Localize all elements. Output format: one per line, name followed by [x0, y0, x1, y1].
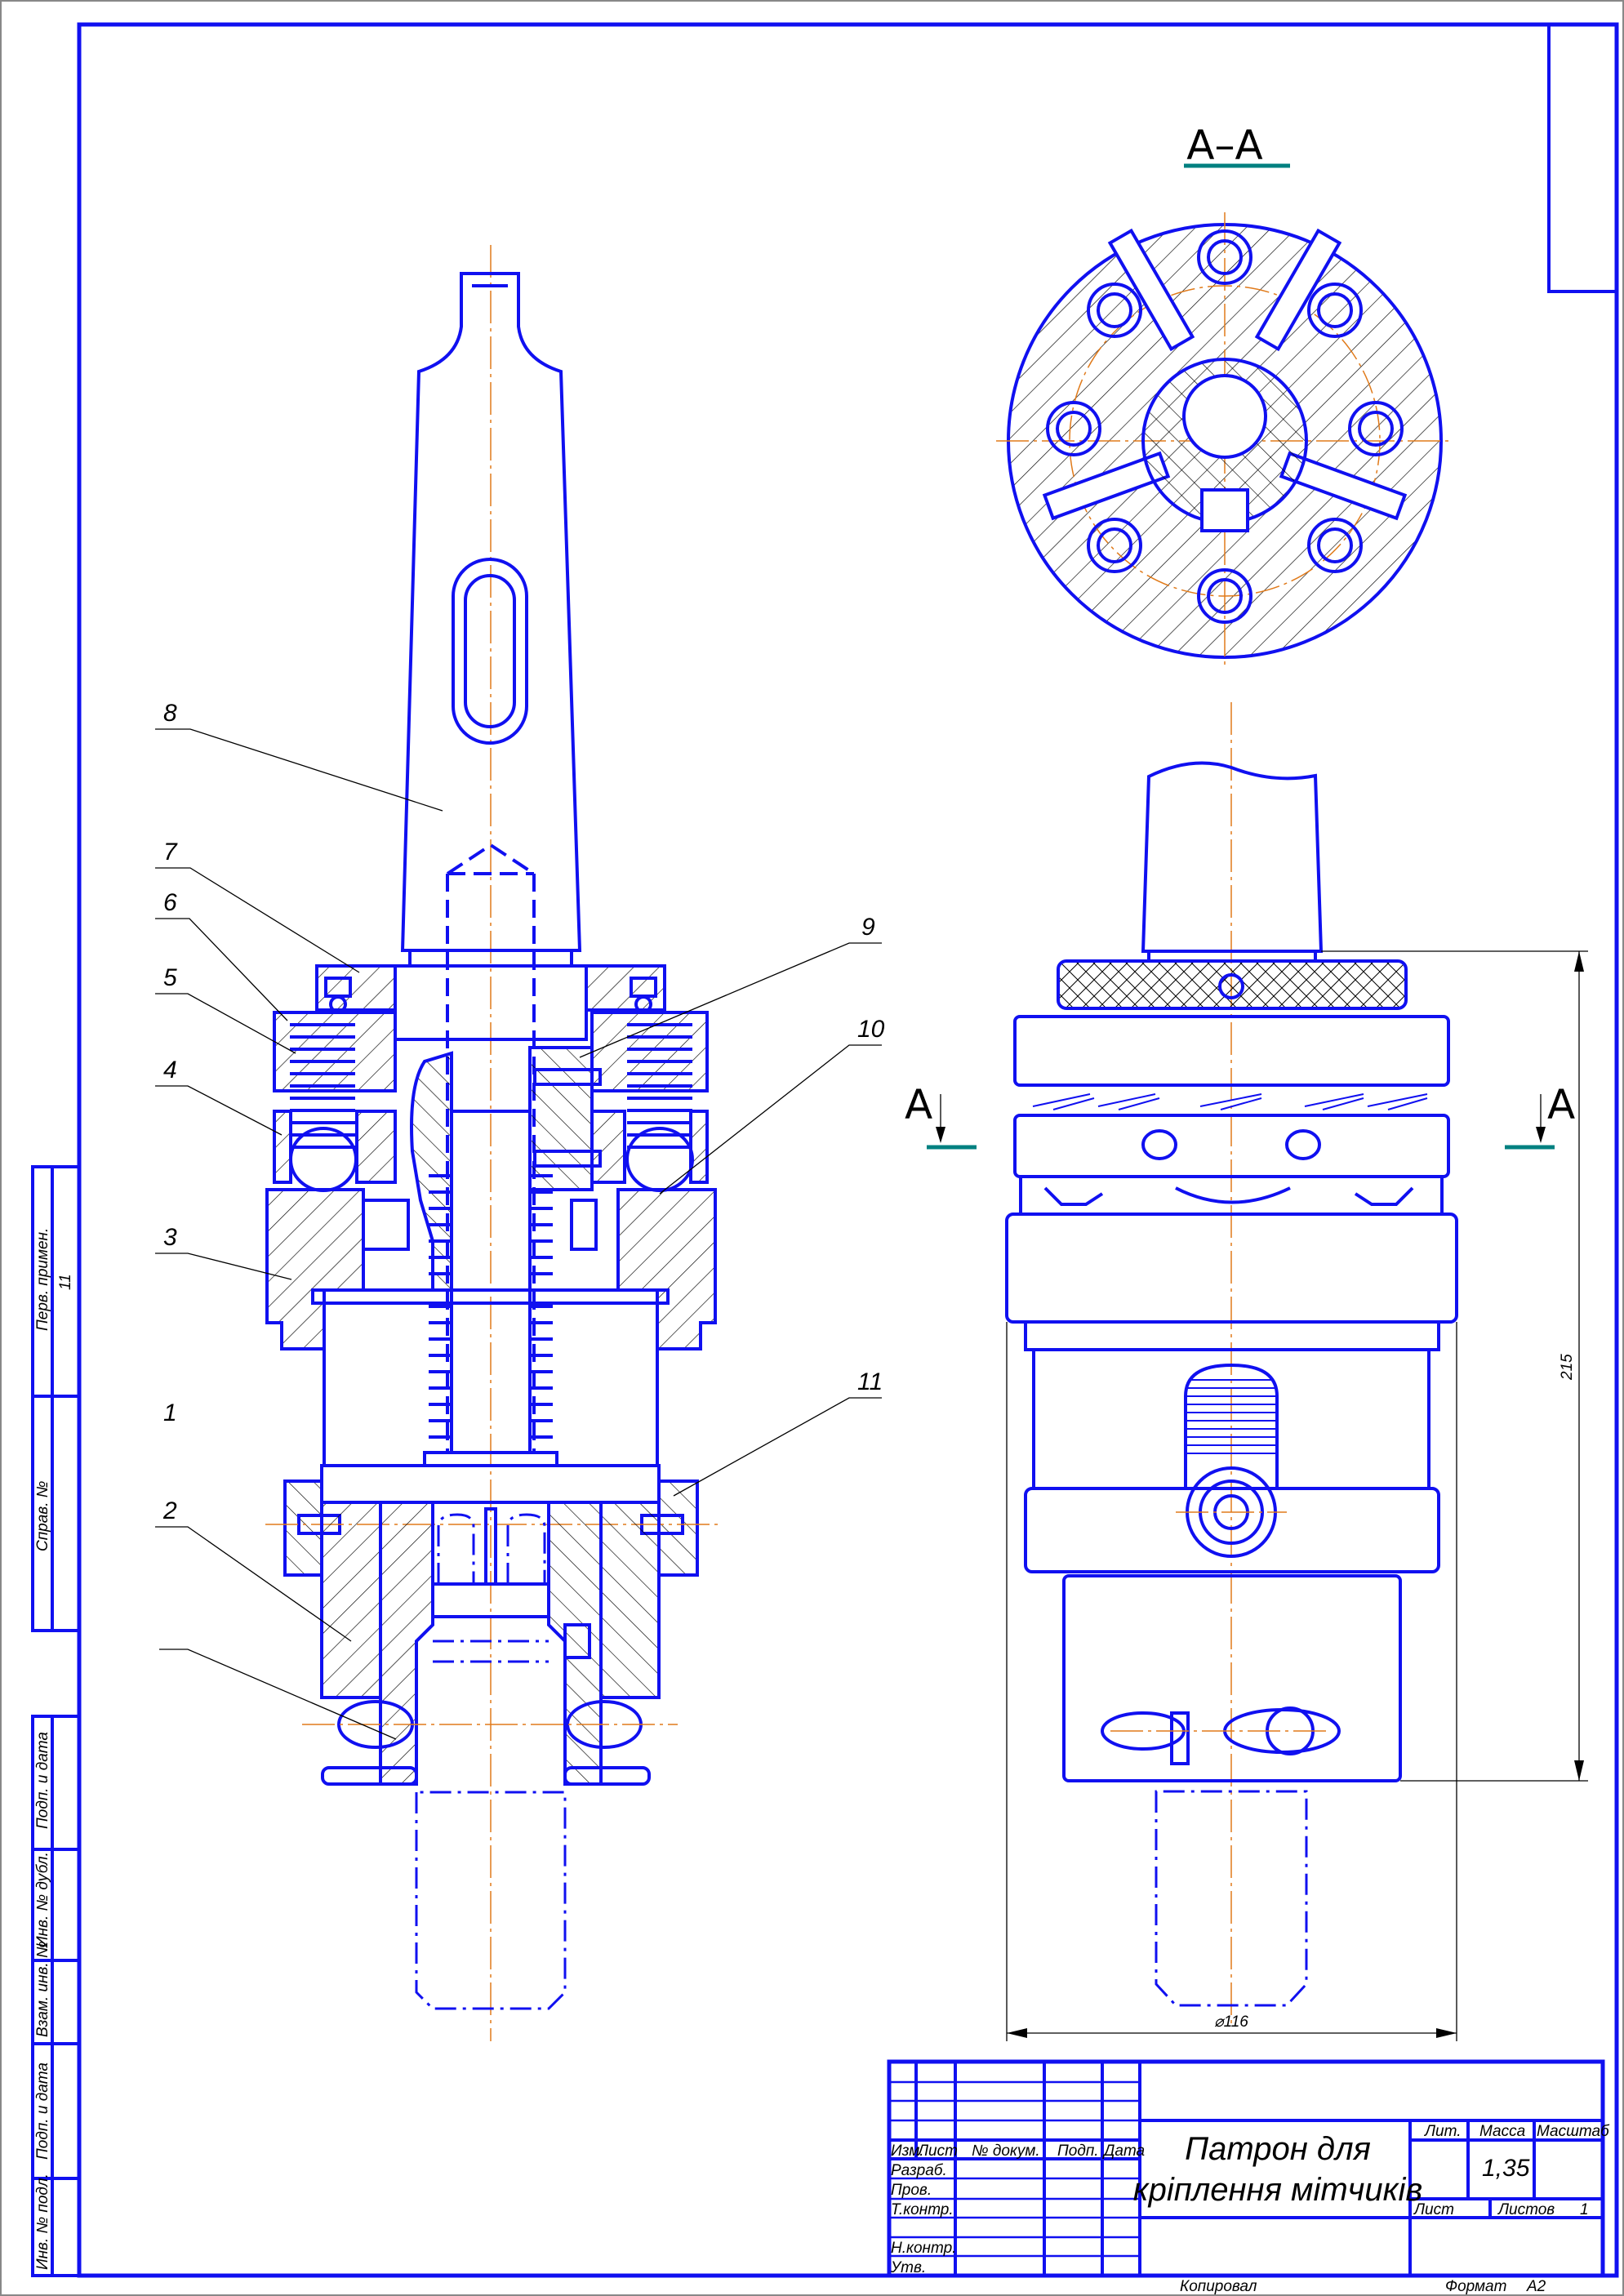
title-block: Изм. Лист № докум. Подп. Дата Разраб. Пр…	[887, 2059, 1610, 2295]
drawing-title-line1: Патрон для	[1185, 2131, 1371, 2167]
section-title: А–А	[1186, 122, 1262, 169]
dimension-215: 215	[1559, 1354, 1576, 1381]
role-nkontr: Н.контр.	[891, 2240, 956, 2257]
cut-markers: А А	[905, 1081, 1575, 1150]
role-prov: Пров.	[891, 2182, 932, 2199]
part-label-1: 1	[163, 1399, 177, 1426]
part-label-4: 4	[163, 1057, 177, 1083]
massa-value: 1,35	[1482, 2155, 1530, 2182]
header-data: Дата	[1102, 2142, 1145, 2160]
list-label: Лист	[1413, 2201, 1454, 2218]
stamp-podp-data-2: Подп. и дата	[34, 2062, 51, 2160]
massa-label: Масса	[1479, 2123, 1525, 2140]
stamp-sprav-no: Справ. №	[34, 1481, 51, 1551]
drawing-title-line2: кріплення мітчиків	[1133, 2172, 1423, 2208]
cut-marker-right: А	[1547, 1081, 1575, 1128]
stamp-perv-primen: Перв. примен.	[34, 1228, 51, 1331]
central-spring	[429, 1174, 553, 1439]
part-label-7: 7	[163, 839, 178, 865]
part-label-10: 10	[857, 1016, 885, 1043]
stamp-perv-primen-value: 11	[57, 1274, 74, 1290]
listov-label: Листов	[1497, 2201, 1555, 2218]
stamp-vzam-inv: Взам. инв. №	[34, 1941, 51, 2037]
part-label-9: 9	[861, 914, 875, 941]
header-podp: Подп.	[1057, 2142, 1099, 2160]
part-label-8: 8	[163, 700, 177, 727]
part-labels: 1 2 3 4 5 6 7 8 9 10 11	[162, 700, 885, 1524]
spring-coils	[290, 1023, 692, 1149]
bolt-holes	[1046, 229, 1404, 624]
header-izm: Изм.	[891, 2142, 924, 2160]
format-label: Формат	[1445, 2278, 1506, 2295]
side-stamp: Перв. примен. 11 Справ. № Подп. и дата И…	[31, 1165, 81, 2277]
role-razrab: Разраб.	[891, 2162, 947, 2179]
masshtab-label: Масштаб	[1537, 2123, 1610, 2140]
slots	[1042, 228, 1408, 521]
header-doc-no: № докум.	[972, 2142, 1040, 2160]
dimensions: 215 ⌀116	[1006, 950, 1588, 2041]
main-section-view	[265, 245, 719, 2041]
part-label-3: 3	[163, 1224, 177, 1251]
dimension-diameter-116: ⌀116	[1214, 2013, 1248, 2031]
part-leaders	[155, 728, 882, 1740]
stamp-podp-data-1: Подп. и дата	[34, 1732, 51, 1829]
format-value: А2	[1526, 2278, 1546, 2295]
cut-marker-left: А	[905, 1081, 932, 1128]
part-label-2: 2	[162, 1497, 177, 1524]
section-a-a: А–А	[996, 122, 1453, 670]
stamp-inv-dubl: Инв. № дубл.	[34, 1852, 51, 1947]
role-tkontr: Т.контр.	[891, 2201, 954, 2218]
part-label-5: 5	[163, 964, 177, 991]
kopiroval-label: Копировал	[1180, 2278, 1257, 2295]
part-label-11: 11	[857, 1368, 883, 1395]
stamp-inv-podl: Инв. № подл.	[34, 2174, 51, 2270]
external-view	[1005, 702, 1458, 2025]
listov-value: 1	[1580, 2201, 1589, 2218]
lit-label: Лит.	[1423, 2123, 1462, 2140]
role-utv: Утв.	[890, 2259, 926, 2276]
spring-view	[1032, 1093, 1428, 1110]
part-label-6: 6	[163, 889, 177, 916]
header-list: Лист	[916, 2142, 958, 2160]
